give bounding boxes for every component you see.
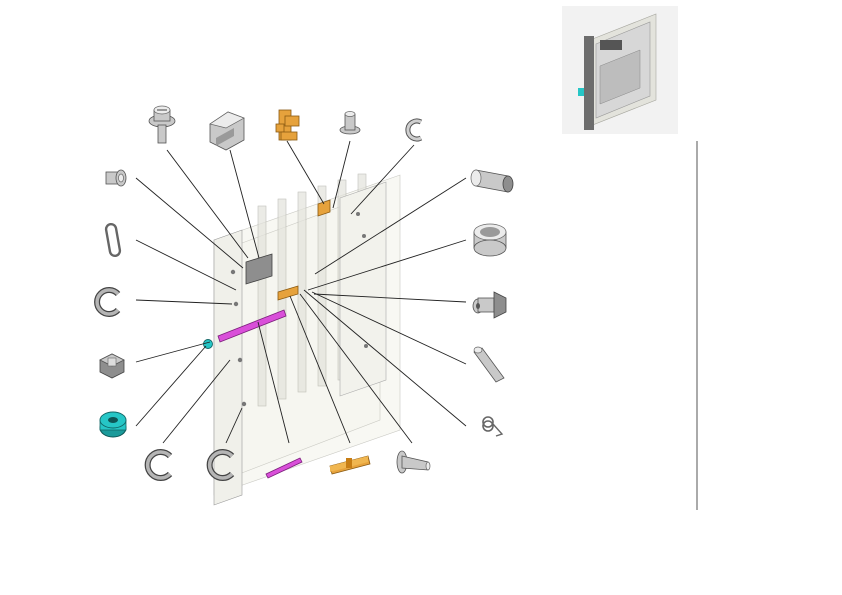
- e-ring-bottom-2-icon: [206, 449, 235, 481]
- locator-thumbnail: [562, 6, 678, 134]
- e-ring-left-1-icon: [94, 287, 121, 317]
- bracket-icon: [209, 111, 245, 151]
- callout-lines: [135, 140, 467, 444]
- link-spring-icon: [104, 222, 122, 258]
- assembly-frame: [203, 173, 401, 506]
- orange-holder-bottom-icon: [329, 455, 371, 475]
- small-screw-left-icon: [105, 169, 127, 187]
- collar-icon: [473, 223, 507, 257]
- flange-screw-icon: [148, 105, 176, 144]
- e-ring-bottom-1-icon: [144, 449, 173, 481]
- pin-short-icon: [473, 346, 505, 383]
- torsion-spring-icon: [482, 416, 504, 437]
- shoulder-screw-icon: [396, 450, 431, 474]
- c-clip-top-icon: [405, 118, 423, 142]
- roller-long-icon: [470, 169, 514, 193]
- orange-holder-top-icon: [275, 109, 300, 141]
- shaft-icon: [265, 457, 303, 479]
- knob-icon: [472, 291, 507, 319]
- bushing-left-icon: [99, 353, 125, 379]
- pin-top-icon: [339, 111, 361, 135]
- gear-icon: [99, 411, 127, 438]
